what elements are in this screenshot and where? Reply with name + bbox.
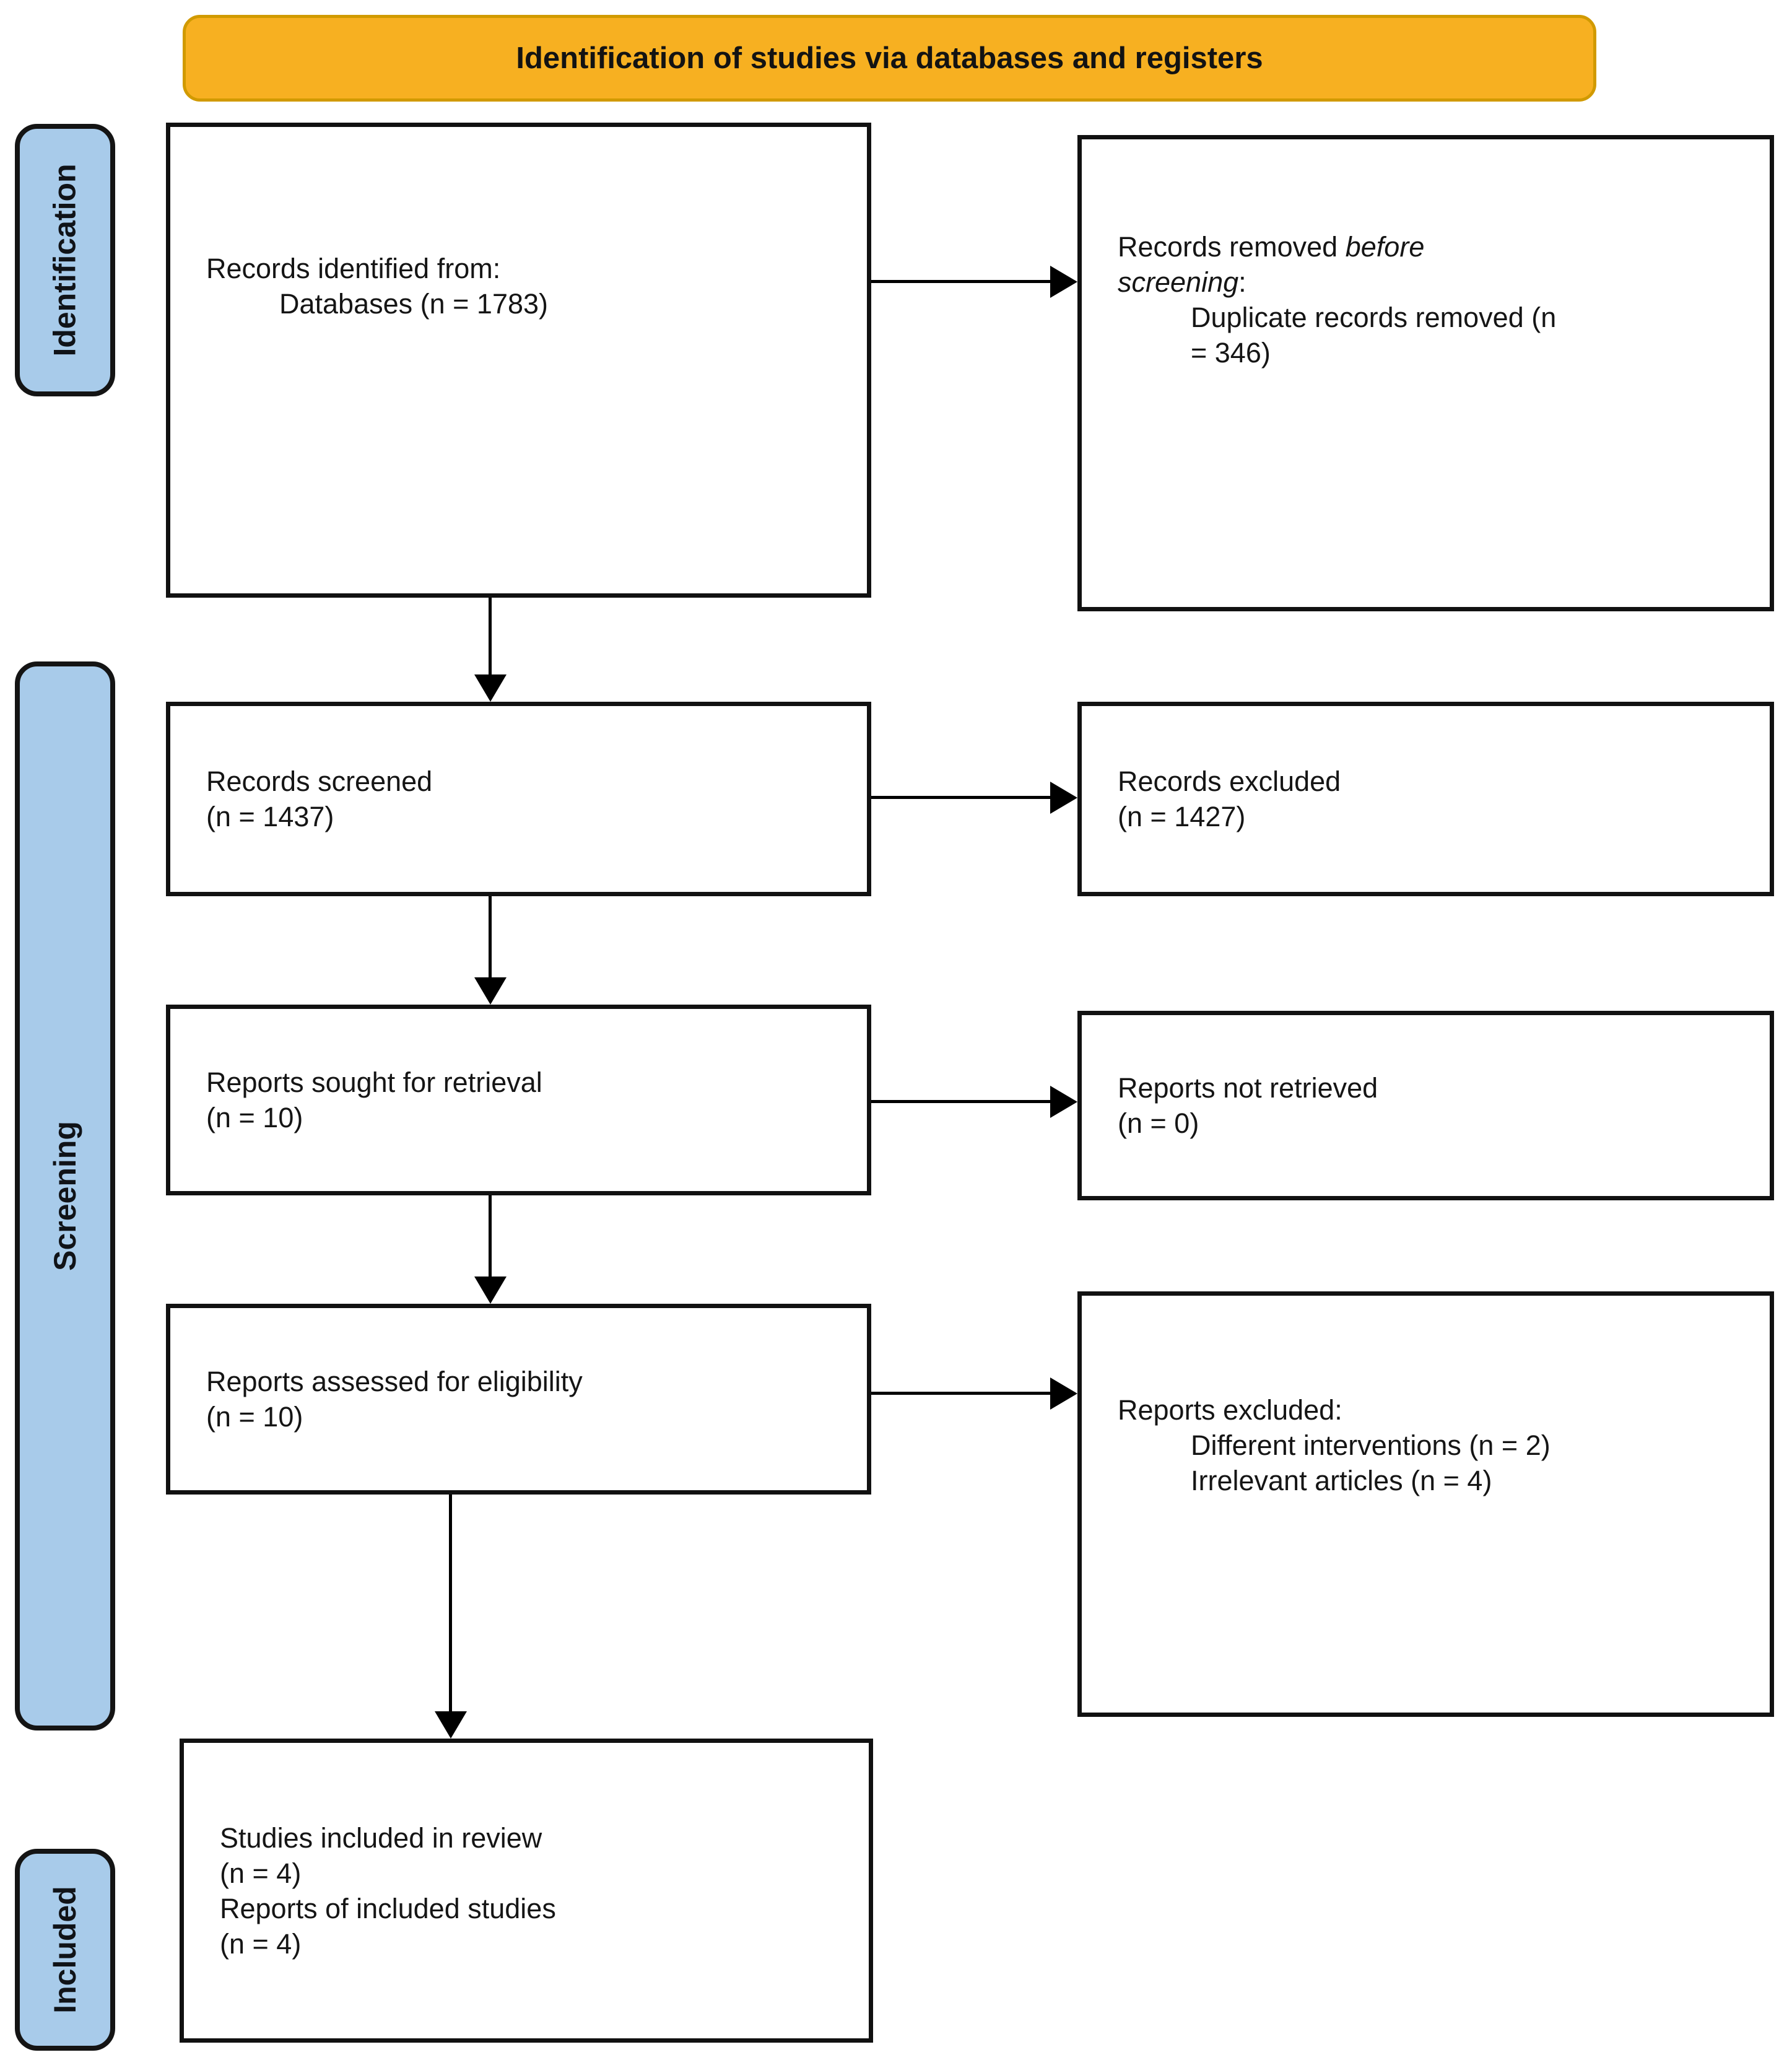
reports-assessed-title: Reports assessed for eligibility [206, 1366, 583, 1397]
stage-label-screening: Screening [15, 661, 115, 1730]
stage-label-screening-text: Screening [48, 1121, 82, 1271]
reports-excluded-title: Reports excluded: [1118, 1394, 1342, 1426]
reports-excluded-reason-1: Different interventions (n = 2) [1191, 1429, 1551, 1461]
stage-label-identification: Identification [15, 124, 115, 396]
records-identified-title: Records identified from: [206, 253, 501, 284]
records-removed-lead: Records removed [1118, 231, 1338, 263]
reports-excluded-reason-2: Irrelevant articles (n = 4) [1191, 1465, 1492, 1496]
box-reports-not-retrieved: Reports not retrieved (n = 0) [1077, 1011, 1774, 1200]
records-screened-title: Records screened [206, 766, 433, 797]
stage-label-included-text: Included [48, 1886, 83, 2014]
box-reports-assessed: Reports assessed for eligibility (n = 10… [166, 1304, 871, 1495]
records-identified-detail: Databases (n = 1783) [279, 288, 549, 320]
records-removed-detail-1: Duplicate records removed (n [1191, 302, 1557, 333]
reports-not-retrieved-count: (n = 0) [1118, 1107, 1199, 1139]
arrow-assessed-to-included [449, 1495, 452, 1711]
reports-not-retrieved-title: Reports not retrieved [1118, 1072, 1378, 1104]
arrow-identified-to-removed [871, 280, 1050, 283]
studies-included-line-2: (n = 4) [220, 1857, 302, 1889]
records-removed-colon: : [1238, 266, 1246, 298]
stage-label-included: Included [15, 1849, 115, 2051]
studies-included-line-4: (n = 4) [220, 1927, 302, 1960]
records-removed-italic-1: before [1345, 231, 1425, 263]
stage-label-identification-text: Identification [48, 164, 83, 357]
box-records-identified: Records identified from: Databases (n = … [166, 123, 871, 598]
studies-included-line-1: Studies included in review [220, 1822, 542, 1854]
box-reports-excluded: Reports excluded: Different intervention… [1077, 1291, 1774, 1717]
arrow-sought-to-not-retrieved [871, 1100, 1050, 1103]
records-screened-count: (n = 1437) [206, 801, 334, 832]
records-removed-detail-2: = 346) [1191, 337, 1271, 369]
studies-included-line-3: Reports of included studies [220, 1892, 556, 1924]
box-records-screened: Records screened (n = 1437) [166, 702, 871, 896]
records-excluded-count: (n = 1427) [1118, 801, 1246, 832]
reports-assessed-count: (n = 10) [206, 1401, 303, 1433]
box-studies-included: Studies included in review (n = 4) Repor… [180, 1739, 873, 2043]
records-excluded-title: Records excluded [1118, 766, 1341, 797]
box-reports-sought: Reports sought for retrieval (n = 10) [166, 1005, 871, 1195]
records-removed-line-2: screening: [1118, 264, 1751, 300]
arrow-assessed-to-excluded [871, 1392, 1050, 1395]
reports-sought-count: (n = 10) [206, 1102, 303, 1133]
arrow-identified-to-screened [489, 598, 492, 674]
arrow-screened-to-sought [489, 896, 492, 977]
banner-title: Identification of studies via databases … [516, 41, 1263, 75]
records-removed-italic-2: screening [1118, 266, 1239, 298]
arrow-sought-to-assessed [489, 1195, 492, 1277]
box-records-excluded: Records excluded (n = 1427) [1077, 702, 1774, 896]
banner: Identification of studies via databases … [183, 15, 1596, 102]
reports-sought-title: Reports sought for retrieval [206, 1067, 542, 1098]
arrow-screened-to-excluded [871, 796, 1050, 799]
